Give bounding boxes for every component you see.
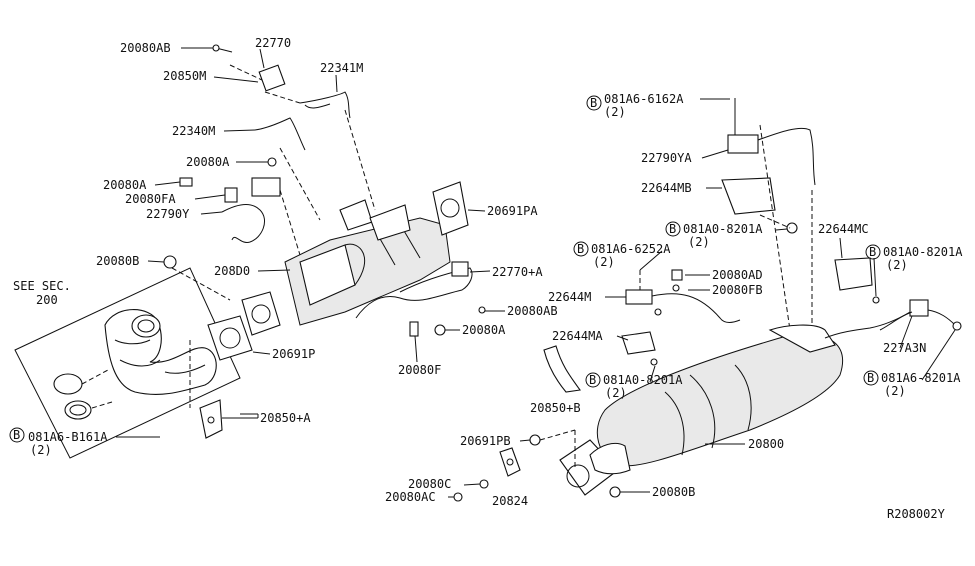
label-20850b: 20850+B (530, 401, 581, 415)
flange-plate (241, 291, 281, 336)
bolt-symbol-5: B (869, 245, 876, 259)
clamp-ring (64, 400, 92, 420)
label-081a6-8201a: 081A6-8201A (881, 371, 961, 385)
sensor-tube-22790ya (727, 98, 816, 186)
see-sec-number: 200 (36, 293, 58, 307)
label-20080ac: 20080AC (385, 490, 436, 504)
label-20080fa: 20080FA (125, 192, 176, 206)
label-qty-1: (2) (30, 443, 52, 457)
bolt-symbol-3: B (669, 222, 676, 236)
label-20080ad: 20080AD (712, 268, 763, 282)
bolt-20080a (179, 177, 193, 187)
label-20080a-mid: 20080A (462, 323, 506, 337)
label-20080b-right: 20080B (652, 485, 695, 499)
bolt-symbol-1: B (13, 428, 20, 442)
label-20691p: 20691P (272, 347, 315, 361)
label-081a0-8201a-1: 081A0-8201A (683, 222, 763, 236)
pipe-22341m (299, 91, 351, 119)
bolt-symbol-2: B (590, 96, 597, 110)
label-20850a: 20850+A (260, 411, 311, 425)
bracket-22644mc (834, 257, 873, 291)
gasket-20691pa (432, 181, 469, 236)
label-qty-5: (2) (886, 258, 908, 272)
sensor-22770 (212, 44, 286, 92)
bracket-20850a (199, 399, 223, 439)
label-20824: 20824 (492, 494, 528, 508)
label-22340m: 22340M (172, 124, 215, 138)
leader-lines (116, 47, 956, 498)
label-qty-7: (2) (884, 384, 906, 398)
sensor-22644m (625, 289, 653, 305)
see-sec-label: SEE SEC. (13, 279, 71, 293)
label-qty-6: (2) (605, 386, 627, 400)
label-20080a-top: 20080A (186, 155, 230, 169)
label-20080ab: 20080AB (120, 41, 171, 55)
label-081a6-b161a: 081A6-B161A (28, 430, 108, 444)
label-208d0: 208D0 (214, 264, 250, 278)
bracket-upper (251, 177, 281, 197)
label-qty-4: (2) (593, 255, 615, 269)
label-22644mb: 22644MB (641, 181, 692, 195)
nut-20080b (163, 255, 177, 269)
bolt-symbol-7: B (867, 371, 874, 385)
bracket-20824 (499, 447, 521, 477)
bolt-symbol-6: B (589, 373, 596, 387)
label-20691pa: 20691PA (487, 204, 538, 218)
label-22770: 22770 (255, 36, 291, 50)
label-20080fb: 20080FB (712, 283, 763, 297)
label-22341m: 22341M (320, 61, 363, 75)
label-081a6-6162a: 081A6-6162A (604, 92, 684, 106)
see-sec-frame (14, 267, 241, 459)
bracket-22644mb (721, 177, 776, 215)
label-20080ab-mid: 20080AB (507, 304, 558, 318)
catalytic-converter-208d0 (284, 199, 451, 326)
muffler-20800 (559, 311, 911, 496)
label-20080f: 20080F (398, 363, 441, 377)
bolt-20080f (409, 321, 419, 337)
connector-20080fa (224, 187, 238, 203)
label-20080a-left: 20080A (103, 178, 147, 192)
bracket-22644ma (621, 331, 656, 355)
label-081a6-6252a: 081A6-6252A (591, 242, 671, 256)
harness-22770a (355, 267, 473, 319)
sensor-22770a (451, 261, 469, 277)
label-081a0-8201a-3: 081A0-8201A (603, 373, 683, 387)
front-exhaust-pipe (104, 309, 217, 395)
reference-code: R208002Y (887, 507, 946, 521)
bracket-20850b (543, 345, 581, 393)
bolt-symbol-4: B (577, 242, 584, 256)
label-20850m: 20850M (163, 69, 206, 83)
label-20080c: 20080C (408, 477, 451, 491)
label-qty-3: (2) (688, 235, 710, 249)
label-22644ma: 22644MA (552, 329, 603, 343)
pipe-22340m (254, 117, 306, 151)
label-22770a: 22770+A (492, 265, 543, 279)
label-22644m: 22644M (548, 290, 591, 304)
label-081a0-8201a-2: 081A0-8201A (883, 245, 963, 259)
label-qty-2: (2) (604, 105, 626, 119)
label-22644mc: 22644MC (818, 222, 869, 236)
bolt-symbols (9, 95, 881, 443)
gasket-ring (53, 373, 83, 395)
harness-22790y (221, 203, 265, 243)
label-227a3n: 227A3N (883, 341, 926, 355)
label-22790y: 22790Y (146, 207, 190, 221)
gasket-20691p (207, 315, 253, 361)
label-22790ya: 22790YA (641, 151, 692, 165)
label-20691pb: 20691PB (460, 434, 511, 448)
label-20800: 20800 (748, 437, 784, 451)
label-20080b-left: 20080B (96, 254, 139, 268)
sensor-227a3n (879, 299, 962, 331)
